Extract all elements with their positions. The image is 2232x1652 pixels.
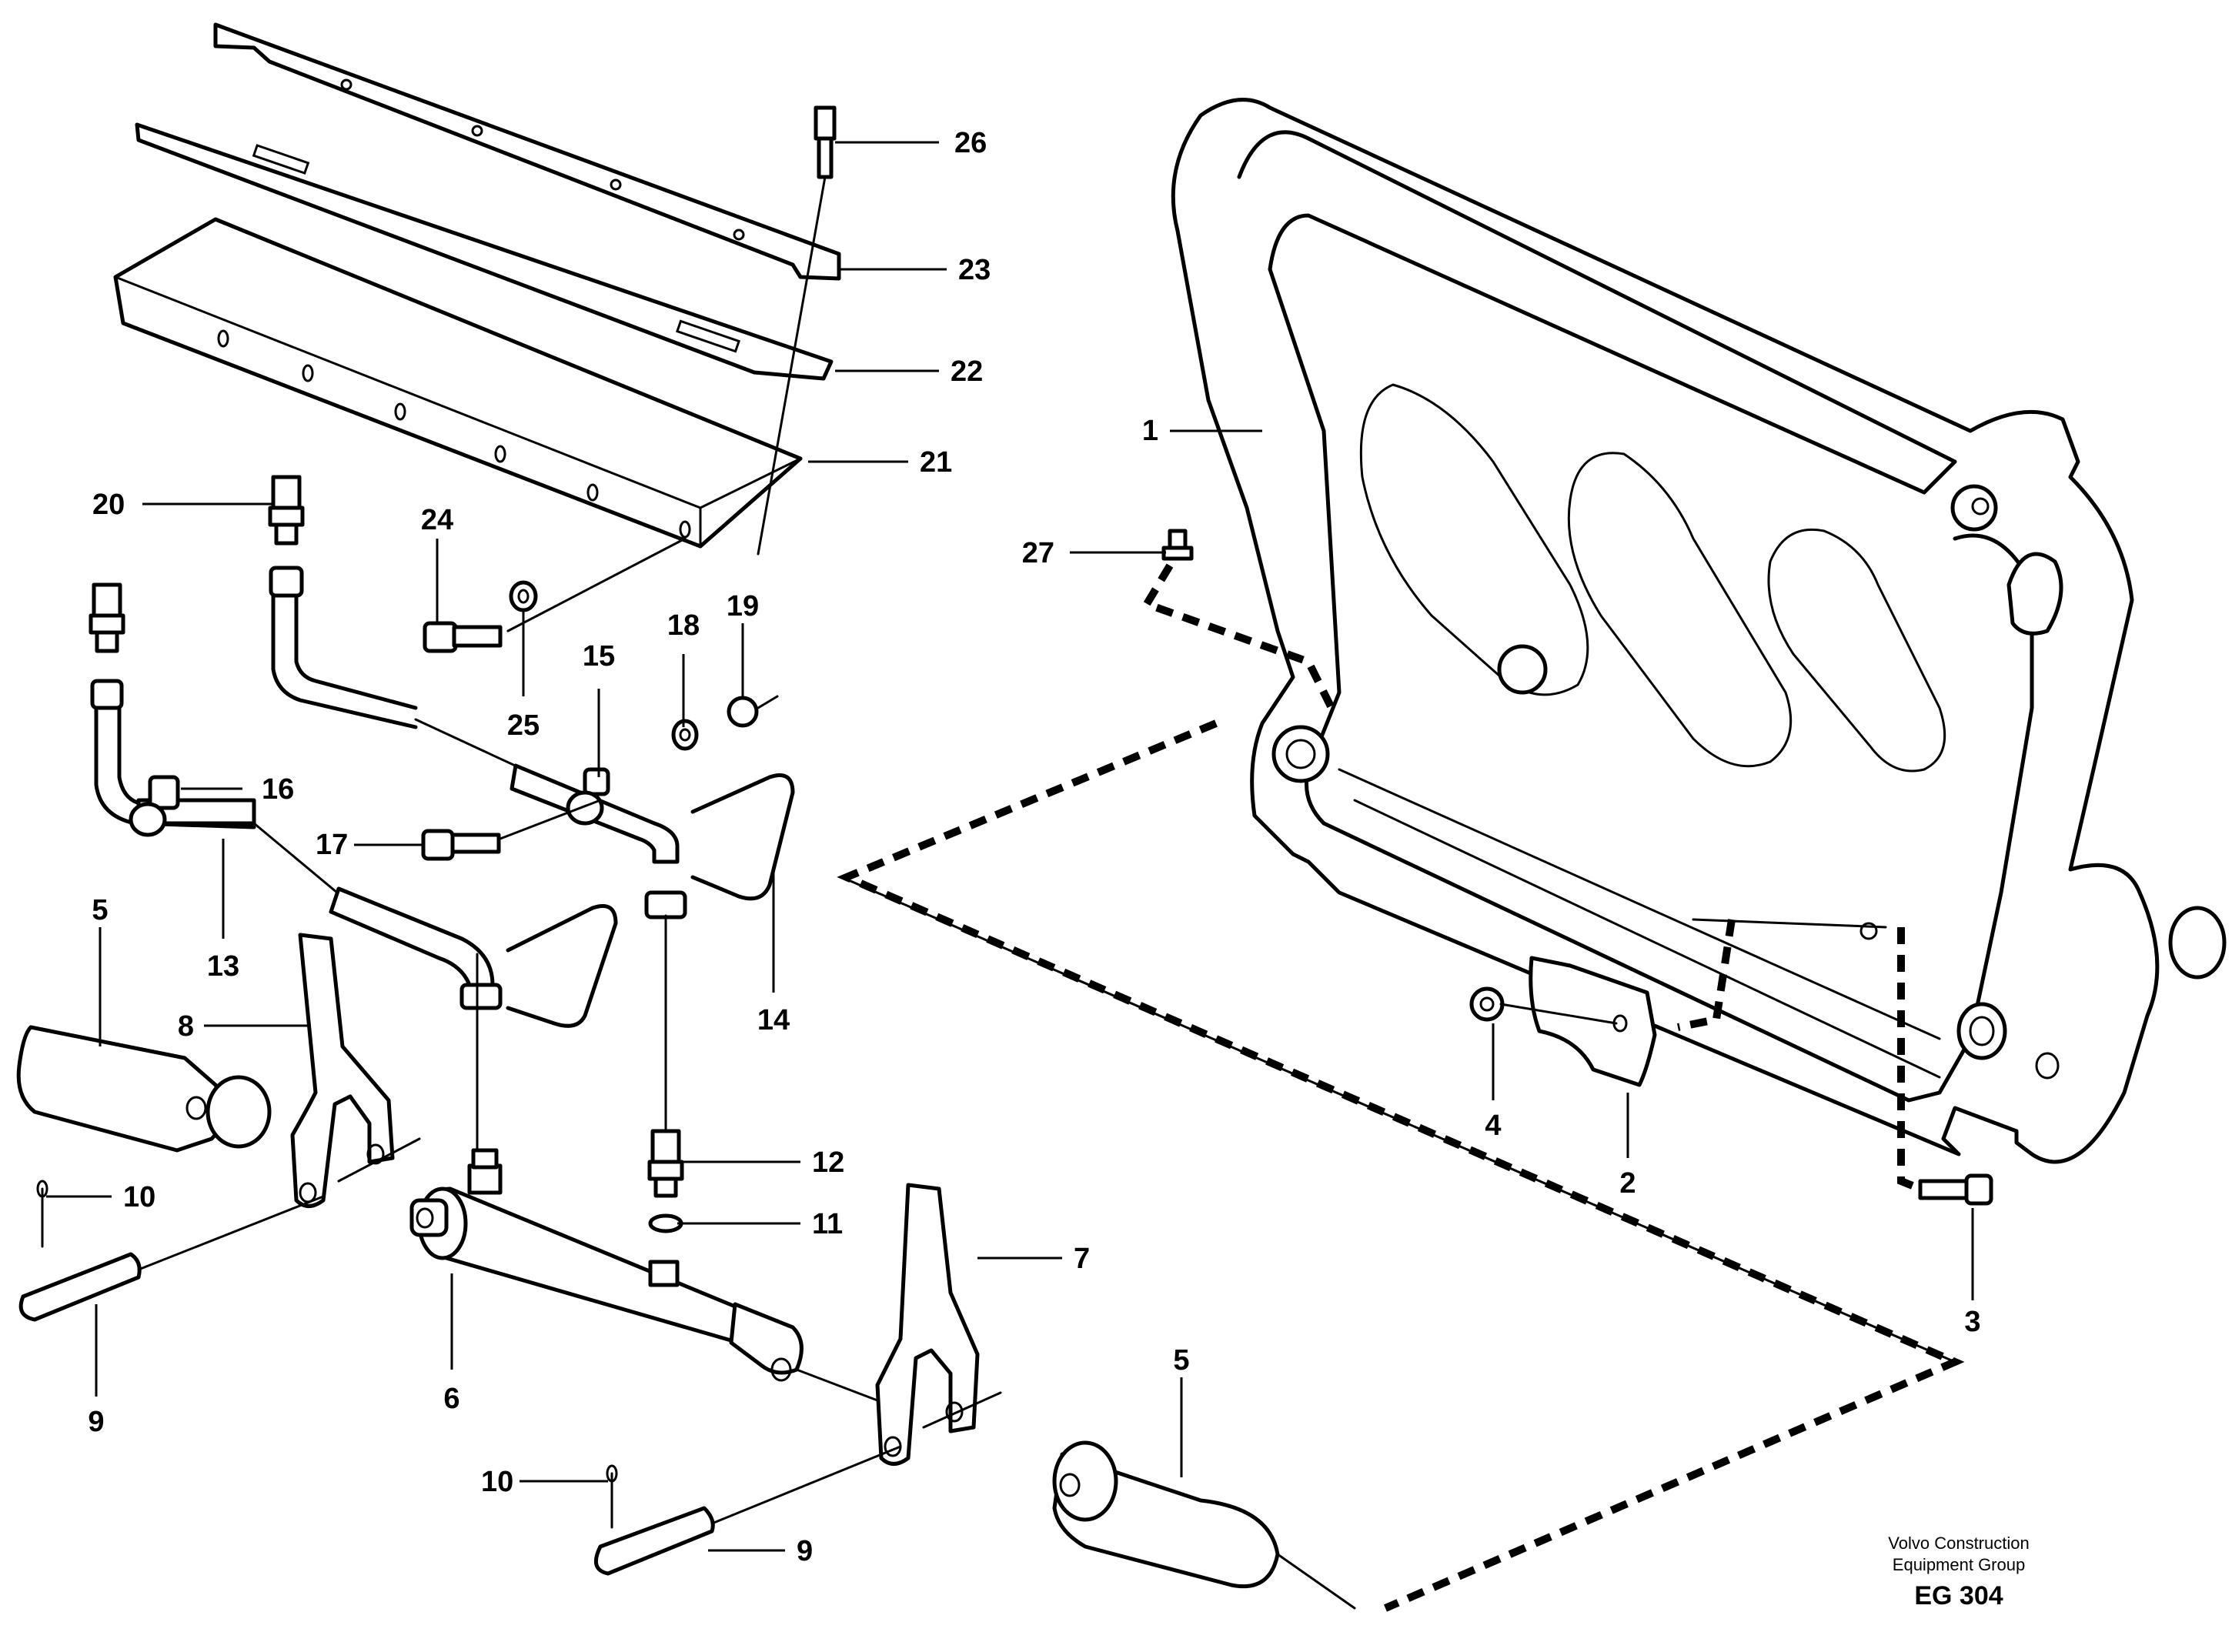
callout-26: 26 xyxy=(954,127,987,159)
callout-20: 20 xyxy=(92,489,125,521)
callout-27: 27 xyxy=(1022,537,1054,569)
caption-line-1: Volvo Construction xyxy=(1888,1534,2029,1553)
clamp-15 xyxy=(566,767,610,826)
callout-9-left: 9 xyxy=(88,1406,104,1438)
plate-23 xyxy=(213,22,841,281)
leaders xyxy=(46,141,1974,1552)
washer-11 xyxy=(648,1213,683,1233)
callout-14: 14 xyxy=(757,1004,790,1036)
callout-13: 13 xyxy=(207,950,239,983)
callout-2: 2 xyxy=(1619,1167,1636,1200)
clamp-16 xyxy=(129,775,180,837)
publisher-caption: Volvo Construction Equipment Group EG 30… xyxy=(1888,1534,2029,1610)
callout-22: 22 xyxy=(951,355,983,388)
pin-5-left xyxy=(16,1025,272,1153)
fitting-12 xyxy=(647,914,684,1198)
callout-4: 4 xyxy=(1485,1110,1501,1142)
callout-16: 16 xyxy=(262,773,294,806)
bolt-3 xyxy=(1918,1173,1993,1206)
caption-line-2: Equipment Group xyxy=(1893,1555,2025,1574)
callout-19: 19 xyxy=(727,590,759,622)
fitting-20-left xyxy=(89,582,125,710)
attachment-frame-1 xyxy=(1171,98,2227,1164)
callout-11: 11 xyxy=(812,1208,843,1240)
plate-21-angle-bracket xyxy=(113,217,803,549)
callout-15: 15 xyxy=(583,640,615,672)
callout-23: 23 xyxy=(958,254,991,286)
grease-nipple-27 xyxy=(1161,529,1194,561)
lever-7 xyxy=(875,1183,1002,1466)
cotter-pin-10-left xyxy=(36,1180,48,1248)
screw-17 xyxy=(421,799,602,861)
callout-18: 18 xyxy=(667,609,700,642)
callout-3: 3 xyxy=(1964,1306,1980,1338)
lever-8 xyxy=(290,933,421,1208)
bolt-26 xyxy=(757,105,837,556)
washer-18 xyxy=(671,719,699,751)
callout-25: 25 xyxy=(507,709,540,742)
nut-19 xyxy=(727,695,779,728)
hose-13 xyxy=(94,706,618,1028)
callout-17: 17 xyxy=(316,829,348,861)
callout-5-left: 5 xyxy=(92,894,108,926)
hydraulic-cylinder-6 xyxy=(409,953,879,1402)
pin-5-right xyxy=(1052,1440,1356,1610)
fitting-20-right xyxy=(268,475,305,598)
nut-4 xyxy=(1469,986,1618,1025)
pin-9-left xyxy=(18,1195,325,1322)
pin-9-right xyxy=(593,1445,902,1576)
callout-21: 21 xyxy=(920,446,952,479)
cotter-pin-10-right xyxy=(606,1464,618,1529)
callout-8: 8 xyxy=(178,1010,194,1043)
callout-10-right: 10 xyxy=(481,1466,513,1498)
assembly-guides xyxy=(837,563,1965,1612)
washer-25 xyxy=(509,580,538,612)
callout-7: 7 xyxy=(1074,1243,1090,1275)
callout-5-right: 5 xyxy=(1173,1344,1189,1377)
callout-9-right: 9 xyxy=(797,1535,813,1567)
callout-12: 12 xyxy=(812,1146,844,1179)
hose-14 xyxy=(271,594,795,919)
callouts: 1 2 3 4 5 5 6 7 8 9 9 10 10 11 12 13 14 … xyxy=(88,127,1980,1567)
bolt-24 xyxy=(423,537,687,653)
figure-reference: EG 304 xyxy=(1914,1581,2003,1610)
callout-1: 1 xyxy=(1142,415,1158,447)
callout-10-left: 10 xyxy=(123,1181,155,1213)
callout-24: 24 xyxy=(421,504,453,536)
callout-6: 6 xyxy=(443,1383,459,1415)
